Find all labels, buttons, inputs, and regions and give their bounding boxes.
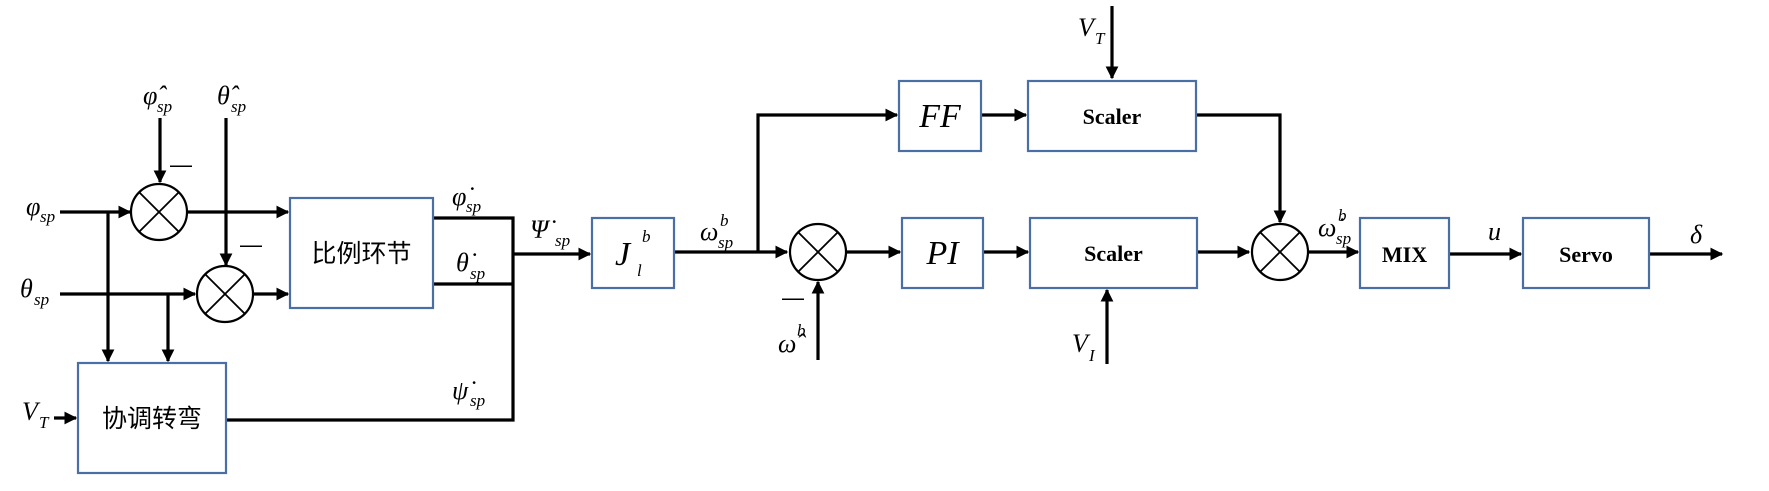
block-proportional: 比例环节 — [288, 196, 435, 310]
label-vi: V I — [1072, 329, 1096, 365]
svg-text:b: b — [797, 321, 806, 340]
minus-sign-sum1: — — [170, 152, 192, 177]
wires — [54, 6, 1724, 425]
svg-text:u: u — [1488, 217, 1501, 246]
block-pi: PI — [900, 216, 985, 290]
svg-text:V: V — [1072, 329, 1091, 358]
block-servo: Servo — [1521, 216, 1651, 290]
block-jacobian-sub: l — [637, 261, 642, 280]
block-jacobian-main: J — [615, 236, 632, 273]
wire-prop-outputs-merge — [226, 216, 515, 422]
svg-text:sp: sp — [555, 231, 570, 250]
sum-junction-3 — [788, 222, 848, 282]
svg-text:I: I — [1088, 346, 1096, 365]
block-coordinated-turn-label: 协调转弯 — [102, 404, 202, 433]
sum-junction-2 — [195, 264, 255, 324]
wire-scaler-top-to-sum4 — [1196, 113, 1287, 224]
svg-text:b: b — [1338, 206, 1347, 225]
block-ff-label: FF — [918, 98, 962, 135]
svg-text:θ: θ — [20, 274, 33, 303]
block-scaler-top: Scaler — [1026, 79, 1198, 153]
label-delta: δ — [1690, 220, 1703, 249]
svg-text:φ: φ — [26, 192, 40, 221]
block-proportional-label: 比例环节 — [311, 239, 411, 268]
label-omega-dot-sp-b: ω̇ b sp — [1318, 206, 1351, 248]
svg-text:sp: sp — [718, 233, 733, 252]
svg-text:sp: sp — [466, 197, 481, 216]
block-jacobian-sup: b — [642, 227, 651, 246]
svg-text:δ: δ — [1690, 220, 1703, 249]
label-phi-sp: φ sp — [26, 192, 55, 226]
svg-text:sp: sp — [470, 391, 485, 410]
svg-text:sp: sp — [157, 97, 172, 116]
block-jacobian: J b l — [590, 216, 676, 290]
block-scaler-top-label: Scaler — [1083, 104, 1142, 129]
block-mix-label: MIX — [1382, 242, 1427, 267]
label-theta-sp: θ sp — [20, 274, 49, 309]
svg-text:sp: sp — [34, 290, 49, 309]
svg-text:T: T — [1095, 29, 1106, 48]
block-mix: MIX — [1358, 216, 1451, 290]
label-Psi-dot-sp: Ψ̇ sp — [530, 215, 570, 250]
block-scaler-mid: Scaler — [1028, 216, 1199, 290]
label-theta-dot-sp: θ̇ sp — [456, 248, 485, 283]
block-ff: FF — [897, 79, 983, 153]
svg-text:sp: sp — [470, 264, 485, 283]
label-omega-hat-b: ω̂ b — [778, 321, 806, 358]
label-phi-dot-sp: φ̇ sp — [452, 182, 481, 216]
minus-sign-sum2: — — [240, 232, 262, 257]
label-omega-sp-b: ω b sp — [700, 211, 733, 252]
wire-to-FF — [756, 108, 899, 252]
svg-text:T: T — [39, 413, 50, 432]
svg-text:sp: sp — [231, 97, 246, 116]
svg-text:b: b — [720, 211, 729, 230]
minus-sign-sum3: — — [782, 285, 804, 310]
svg-text:sp: sp — [1336, 229, 1351, 248]
svg-text:V: V — [1078, 13, 1097, 42]
label-u: u — [1488, 217, 1501, 246]
sum-junction-1 — [129, 182, 189, 242]
svg-text:sp: sp — [40, 207, 55, 226]
label-vt-left: V T — [22, 397, 50, 432]
label-theta-hat-sp: θ̂ sp — [217, 81, 246, 116]
svg-text:Ψ̇: Ψ̇ — [530, 215, 556, 244]
block-servo-label: Servo — [1559, 242, 1613, 267]
svg-text:ω: ω — [700, 217, 718, 246]
block-coordinated-turn: 协调转弯 — [76, 361, 228, 475]
svg-text:V: V — [22, 397, 41, 426]
label-phi-hat-sp: φ̂ sp — [143, 81, 172, 116]
label-psi-dot-sp: ψ̇ sp — [452, 376, 485, 410]
label-vt-top: V T — [1078, 13, 1106, 48]
block-scaler-mid-label: Scaler — [1084, 241, 1143, 266]
sum-junction-4 — [1250, 222, 1310, 282]
block-pi-label: PI — [925, 235, 960, 272]
